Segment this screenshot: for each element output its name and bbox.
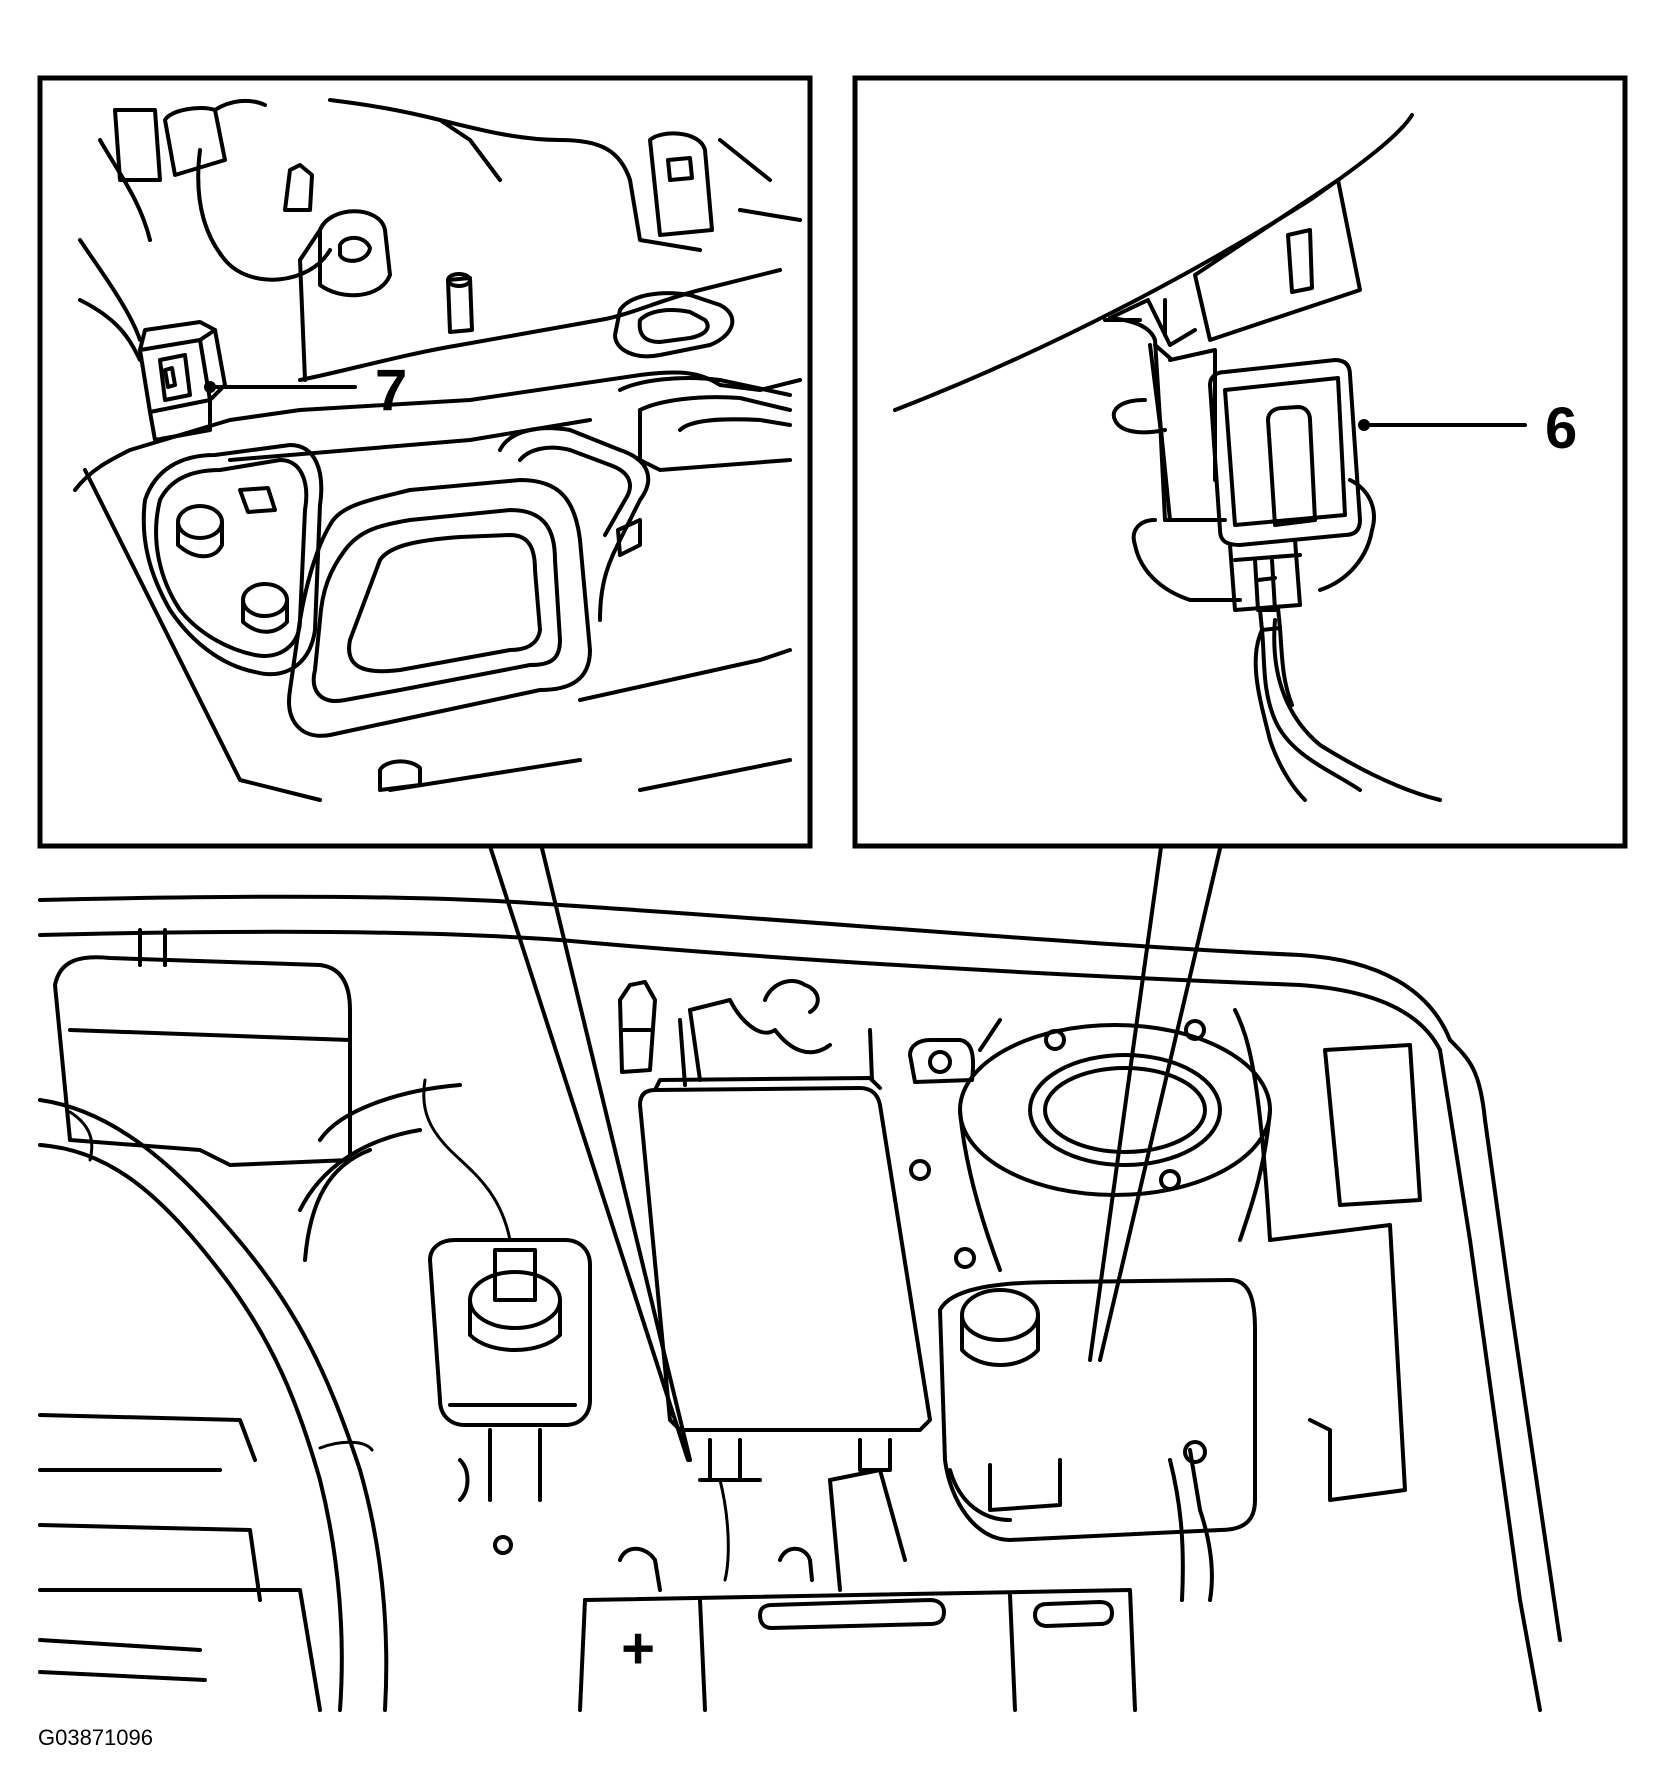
battery-positive-terminal: +: [621, 1616, 655, 1681]
engine-bay-main-view: + −: [38, 894, 1562, 1712]
figure-code: G03871096: [38, 1725, 153, 1750]
inset-left-detail: 7: [37, 75, 813, 1462]
callout-6-label: 6: [1545, 396, 1577, 461]
callout-7-label: 7: [375, 358, 407, 423]
inset-right-detail: 6: [852, 75, 1628, 1362]
